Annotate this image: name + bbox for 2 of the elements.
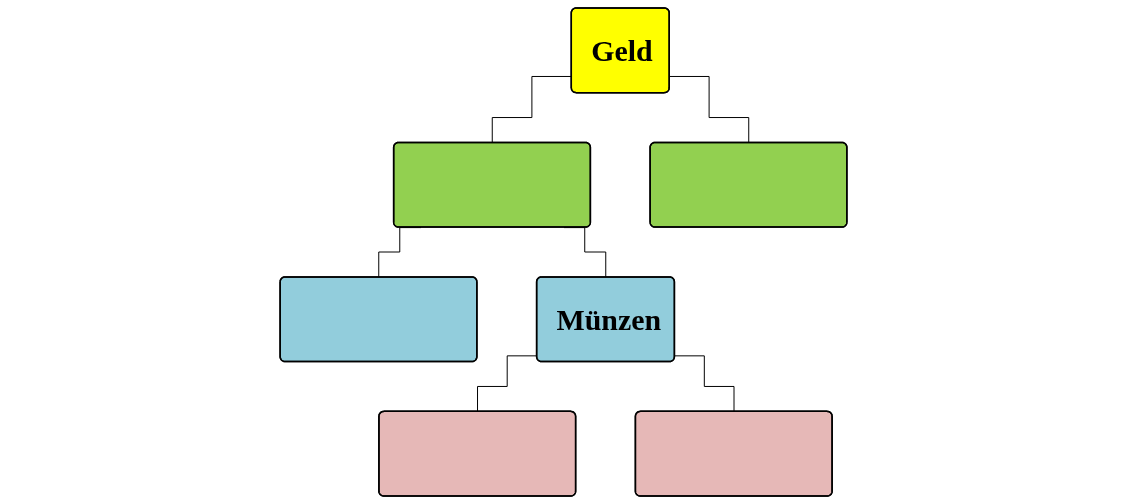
connector	[669, 75, 750, 144]
connector	[674, 355, 735, 413]
